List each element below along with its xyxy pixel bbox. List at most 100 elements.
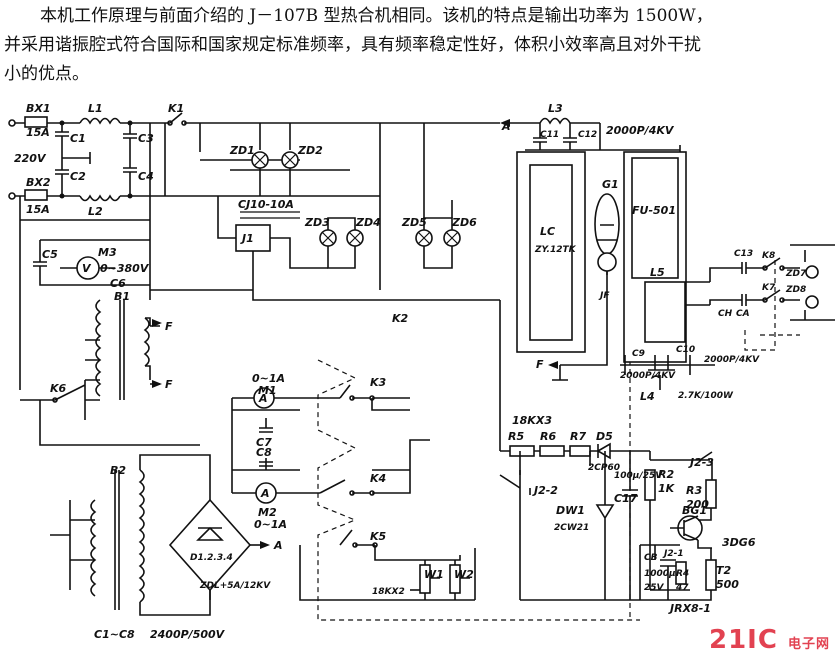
label-m1: M1 — [258, 384, 277, 397]
transformer-b1-primary — [95, 299, 102, 397]
label-j2-3: J2-3 — [688, 456, 714, 469]
label-cap-all: 2400P/500V — [150, 628, 226, 641]
svg-text:A: A — [260, 487, 270, 500]
pot-w1 — [419, 564, 431, 594]
label-cb: CB — [644, 553, 658, 563]
label-bx2: BX2 — [26, 176, 51, 189]
label-15a-1: 15A — [26, 126, 50, 139]
label-t2-val: 500 — [716, 578, 739, 591]
description-line-2: 并采用谐振腔式符合国际和国家规定标准频率，具有频率稳定性好，体积小效率高且对外干… — [4, 35, 701, 55]
label-a-bridge: A — [273, 539, 283, 552]
label-r2-val: 1K — [658, 482, 676, 495]
label-c10: C10 — [676, 345, 695, 355]
label-rx2: 18KX2 — [372, 587, 405, 597]
fuse-bx2 — [24, 189, 48, 201]
label-r2: R2 — [658, 468, 674, 481]
inductor-l1 — [79, 117, 121, 125]
label-zd3: ZD3 — [304, 216, 330, 229]
diode-d5 — [596, 442, 611, 460]
description-text: 本机工作原理与前面介绍的 J－107B 型热合机相同。该机的特点是输出功率为 1… — [4, 2, 832, 89]
label-bx1: BX1 — [26, 102, 51, 115]
label-zd1: ZD1 — [229, 144, 255, 157]
label-w2: W2 — [454, 568, 474, 581]
label-c11: C11 — [540, 130, 559, 140]
label-c17: C17 — [614, 492, 638, 505]
label-f1: F — [165, 320, 173, 333]
label-c2: C2 — [70, 170, 86, 183]
label-f2: F — [165, 378, 173, 391]
label-zd5: ZD5 — [401, 216, 427, 229]
switch-k5 — [339, 529, 461, 561]
oscillator-section — [500, 117, 835, 390]
label-cap-c10: 2000P/4KV — [704, 355, 760, 365]
label-k4: K4 — [370, 472, 386, 485]
label-c1-c8: C1~C8 — [94, 628, 135, 641]
site-logo: 21IC 电子网 — [709, 625, 830, 655]
logo-sub: 电子网 — [787, 637, 830, 652]
label-r4-val: 47 — [675, 583, 689, 593]
label-a-top: A — [501, 120, 511, 133]
switch-k4 — [319, 439, 430, 494]
label-rk: 18KX3 — [512, 414, 552, 427]
label-l4: L4 — [640, 390, 655, 403]
capacitor-ch — [740, 294, 765, 306]
contactor-j1 — [150, 196, 500, 301]
description-line-3: 小的优点。 — [4, 64, 89, 84]
logo-brand: 21IC — [708, 625, 778, 655]
label-c13: C13 — [734, 249, 753, 259]
fuse-bx1 — [24, 116, 48, 128]
label-c1: C1 — [70, 132, 86, 145]
label-f-lc: F — [536, 358, 544, 371]
description-line-1: 本机工作原理与前面介绍的 J－107B 型热合机相同。该机的特点是输出功率为 1… — [40, 6, 713, 26]
lamp-zd8 — [805, 295, 819, 309]
label-zd7: ZD7 — [785, 269, 807, 279]
bridge-rectifier — [50, 454, 270, 616]
component-labels: BX1 15A L1 C1 C3 220V C2 C4 BX2 15A L2 K… — [14, 102, 807, 641]
label-cj10: CJ10-10A — [238, 198, 294, 211]
tube-g1 — [594, 193, 620, 255]
label-c5: C5 — [42, 248, 58, 261]
label-j1: J1 — [240, 232, 254, 245]
inductor-l3 — [510, 117, 600, 151]
trimmer-t2 — [705, 559, 717, 591]
label-ch: CH — [718, 309, 733, 319]
label-m3-range: 0~380V — [100, 262, 150, 275]
label-jrx: JRX8-1 — [668, 602, 711, 615]
resistor-r5 — [509, 445, 535, 457]
label-g1: G1 — [602, 178, 619, 191]
label-d5: D5 — [596, 430, 613, 443]
resistor-r7 — [569, 445, 591, 457]
label-15a-2: 15A — [26, 203, 50, 216]
diode-bridge — [168, 498, 252, 592]
label-c12: C12 — [578, 130, 597, 140]
selector-k6 — [20, 339, 100, 420]
label-lc-val: ZY.12TK — [534, 245, 577, 255]
label-r3-val: 200 — [686, 498, 709, 511]
label-k1: K1 — [168, 102, 184, 115]
label-b1: B1 — [114, 290, 130, 303]
label-k3: K3 — [370, 376, 387, 389]
label-j2-2: J2-2 — [532, 484, 558, 497]
input-section — [8, 112, 500, 202]
label-m1-range: 0~1A — [252, 372, 285, 385]
label-c9: C9 — [632, 349, 645, 359]
label-k8: K8 — [762, 251, 775, 261]
lamp-zd7 — [805, 265, 819, 279]
label-t2: T2 — [716, 564, 732, 577]
label-c7: C7 — [256, 436, 272, 449]
zener-dw1 — [595, 451, 615, 600]
label-m2: M2 — [258, 506, 277, 519]
inductor-l2 — [79, 194, 121, 202]
lc-cavity — [516, 151, 586, 353]
terminal-2 — [8, 192, 16, 200]
capacitor-c17 — [622, 451, 638, 600]
label-k7: K7 — [762, 283, 776, 293]
label-j2-1: J2-1 — [662, 549, 684, 559]
label-k5: K5 — [370, 530, 387, 543]
label-ca: CA — [736, 309, 750, 319]
label-m2-range: 0~1A — [254, 518, 287, 531]
pot-w2 — [449, 564, 461, 594]
label-dw1: DW1 — [556, 504, 585, 517]
label-l5: L5 — [650, 266, 665, 279]
label-l1: L1 — [88, 102, 103, 115]
